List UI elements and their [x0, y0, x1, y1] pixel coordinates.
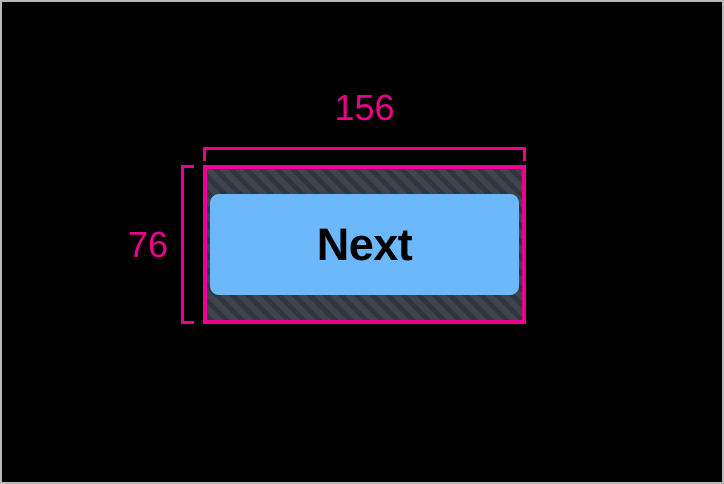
width-dimension-label: 156 — [334, 87, 395, 128]
width-dimension-bracket — [203, 147, 526, 161]
next-button[interactable]: Next — [210, 194, 519, 295]
height-dimension-label: 76 — [127, 223, 168, 265]
measured-element-outline: Next — [203, 165, 526, 324]
next-button-label: Next — [316, 219, 413, 270]
height-dimension-bracket — [181, 165, 194, 324]
